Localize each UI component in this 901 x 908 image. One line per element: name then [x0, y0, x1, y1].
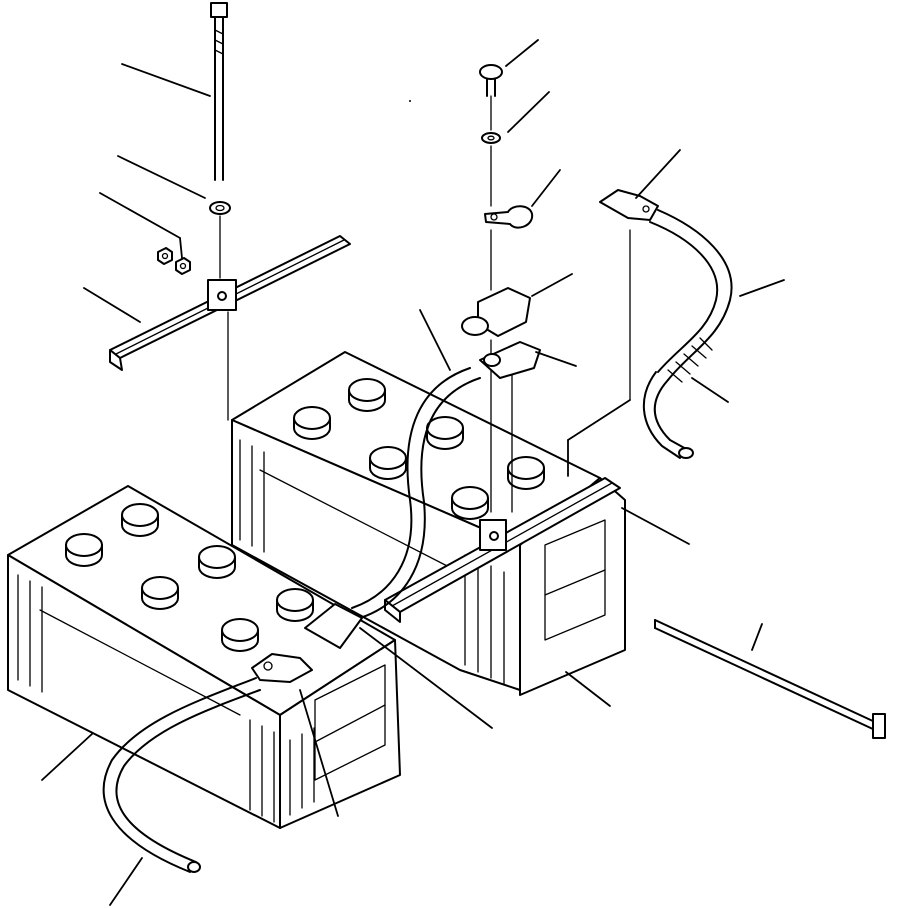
leader-7 — [531, 169, 561, 207]
leader-5 — [505, 39, 539, 67]
bolt-small — [479, 64, 503, 97]
cable-connector — [479, 341, 541, 379]
clamp — [484, 205, 534, 229]
long-bolt-lower — [654, 619, 886, 739]
battery-right — [231, 351, 626, 696]
leader-3b — [179, 237, 183, 259]
callout-leaders — [41, 39, 785, 906]
long-bolt-upper — [210, 2, 228, 181]
cable-positive — [304, 367, 481, 649]
leader-11 — [635, 149, 681, 199]
leader-15 — [621, 507, 690, 545]
leader-20 — [41, 733, 93, 781]
leader-3 — [99, 192, 181, 239]
leader-18 — [359, 627, 493, 729]
leader-6 — [507, 91, 550, 133]
leader-10 — [535, 351, 577, 367]
leader-17 — [565, 671, 611, 707]
leader-14 — [567, 399, 631, 441]
cable-negative — [599, 189, 733, 459]
washer-small — [481, 132, 501, 144]
terminal-left — [251, 653, 313, 683]
leader-9 — [419, 309, 451, 371]
nut-upper-2 — [175, 257, 191, 275]
leader-21 — [109, 857, 143, 906]
leader-2 — [117, 155, 206, 199]
washer-upper — [209, 201, 231, 215]
stray-mark — [409, 100, 411, 102]
leader-8 — [531, 273, 573, 297]
leader-12 — [739, 279, 785, 297]
ground-cable — [102, 677, 261, 873]
hold-down-bar-upper — [109, 235, 351, 371]
leader-13 — [691, 377, 729, 403]
leader-1 — [121, 63, 211, 97]
leader-4 — [83, 287, 141, 323]
leader-19 — [299, 689, 339, 817]
leader-16 — [751, 623, 763, 651]
terminal-cover — [461, 287, 531, 337]
nut-upper — [157, 247, 173, 265]
